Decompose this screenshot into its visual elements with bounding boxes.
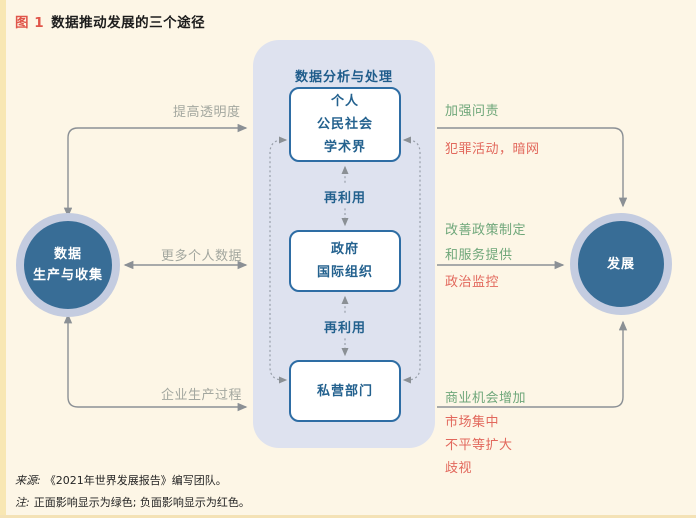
impact-negative-inequality: 不平等扩大 xyxy=(445,438,513,453)
page-bottom-strip xyxy=(0,515,696,518)
actor-line: 公民社会 xyxy=(316,117,373,132)
legend-note: 注:正面影响显示为绿色; 负面影响显示为红色。 xyxy=(15,494,250,510)
note-label: 注: xyxy=(15,496,30,509)
arrow-transparency-flow xyxy=(63,123,248,218)
reuse-label-bottom: 再利用 xyxy=(309,315,381,338)
impact-negative-discrimination: 歧视 xyxy=(445,461,473,476)
flow-label-transparency: 提高透明度 xyxy=(173,105,241,120)
impact-negative-surveillance: 政治监控 xyxy=(445,275,500,290)
flow-label-personal-data: 更多个人数据 xyxy=(161,249,243,264)
node-data-production: 数据 生产与收集 xyxy=(16,213,120,317)
figure-title: 图 1 数据推动发展的三个途径 xyxy=(15,11,205,31)
impact-positive-policy-line1: 改善政策制定 xyxy=(445,223,527,238)
node-label-line: 发展 xyxy=(606,256,635,272)
actor-box-government: 政府 国际组织 xyxy=(289,230,401,292)
actor-line: 国际组织 xyxy=(316,265,373,280)
impact-positive-business: 商业机会增加 xyxy=(445,391,527,406)
node-label-line: 生产与收集 xyxy=(32,268,103,283)
actor-line: 私营部门 xyxy=(316,383,373,399)
source-text: 《2021年世界发展报告》编写团队。 xyxy=(44,474,227,487)
impact-positive-accountability: 加强问责 xyxy=(445,104,500,119)
actor-box-private-sector: 私营部门 xyxy=(289,360,401,422)
node-development: 发展 xyxy=(570,213,672,315)
impact-negative-crime-darkweb: 犯罪活动，暗网 xyxy=(445,142,540,157)
impact-positive-policy-line2: 和服务提供 xyxy=(445,248,513,263)
source-note: 来源:《2021年世界发展报告》编写团队。 xyxy=(15,472,227,488)
note-text: 正面影响显示为绿色; 负面影响显示为红色。 xyxy=(33,496,250,509)
panel-title: 数据分析与处理 xyxy=(294,70,393,85)
actor-line: 政府 xyxy=(330,242,359,257)
figure-number: 图 1 xyxy=(15,15,45,31)
page-edge-strip xyxy=(0,0,6,518)
actor-line: 学术界 xyxy=(323,140,366,155)
source-label: 来源: xyxy=(15,474,41,487)
actor-box-civil-society: 个人 公民社会 学术界 xyxy=(289,87,401,162)
impact-negative-market-concentration: 市场集中 xyxy=(445,415,500,430)
figure-title-text: 数据推动发展的三个途径 xyxy=(51,15,206,31)
actor-line: 个人 xyxy=(330,94,359,109)
flow-label-firms-process: 企业生产过程 xyxy=(161,388,243,403)
reuse-label-top: 再利用 xyxy=(309,185,381,208)
node-label-line: 数据 xyxy=(53,247,82,262)
